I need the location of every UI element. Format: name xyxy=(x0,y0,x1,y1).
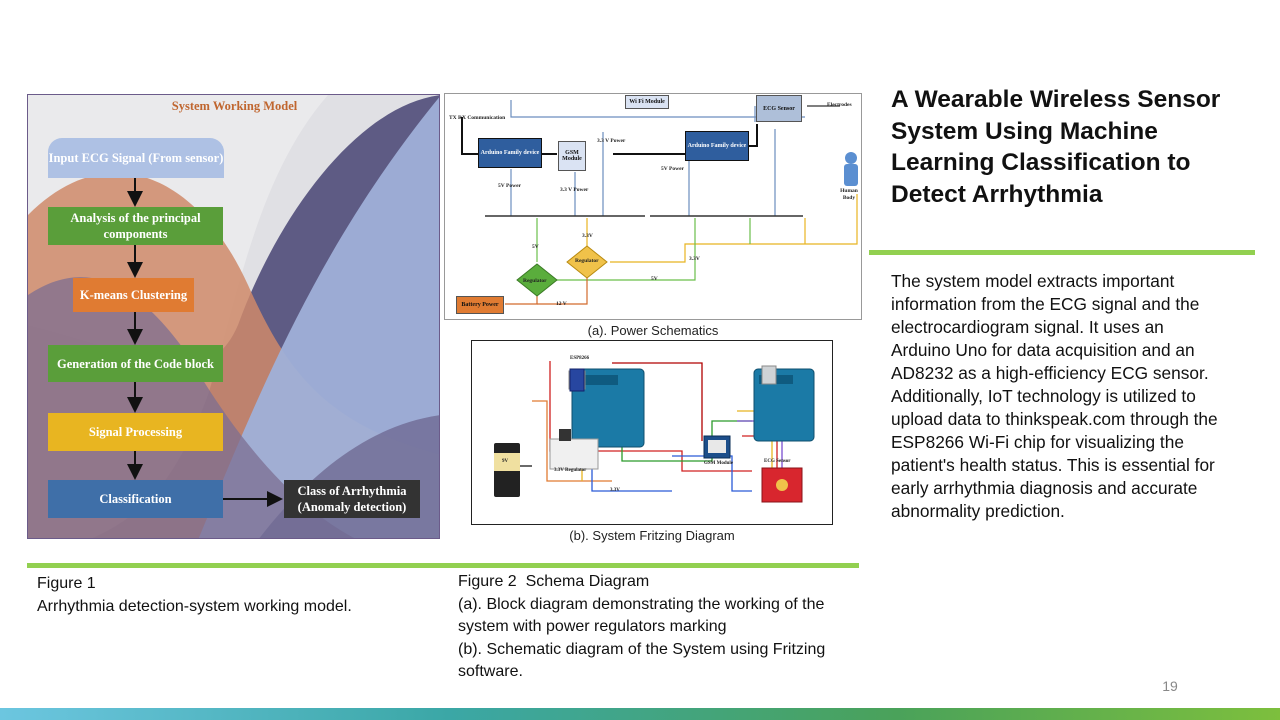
power-5v-label-b: 5V Power xyxy=(661,166,684,172)
battery-label: 9V xyxy=(502,459,509,464)
step-principal-components: Analysis of the principal components xyxy=(48,207,223,245)
output-arrhythmia-class: Class of Arrhythmia (Anomaly detection) xyxy=(284,480,420,518)
figure1-title: System Working Model xyxy=(171,99,298,113)
battery-power-box: Battery Power xyxy=(456,296,504,314)
figure1-caption-label: Figure 1 xyxy=(37,575,96,592)
gsm-module-box: GSM Module xyxy=(558,141,586,171)
slide-body-text: The system model extracts important info… xyxy=(891,271,1218,521)
footer-gradient-bar xyxy=(0,708,1280,720)
page-number: 19 xyxy=(1162,678,1178,694)
power-schematic-caption: (a). Power Schematics xyxy=(587,323,719,338)
step-signal-processing: Signal Processing xyxy=(48,413,223,451)
v33b-label: 3.3V xyxy=(689,256,700,262)
power-33v-label: 3.3 V Power xyxy=(597,138,626,144)
human-body-label: Human Body xyxy=(840,188,858,201)
figure2-caption-b: (b). Schematic diagram of the System usi… xyxy=(458,640,826,681)
figure1-caption-text: Arrhythmia detection-system working mode… xyxy=(37,597,352,615)
v33-label-fritzing: 3.3V xyxy=(610,488,620,493)
arduino-device-1: Arduino Family device xyxy=(478,138,542,168)
step-code-block: Generation of the Code block xyxy=(48,345,223,382)
esp-label: ESP8266 xyxy=(570,356,590,361)
power-schematic-wires xyxy=(461,100,858,305)
txrx-label: TX RX Communication xyxy=(449,115,506,121)
fritzing-caption: (b). System Fritzing Diagram xyxy=(569,528,735,543)
arduino-device-2: Arduino Family device xyxy=(685,131,749,161)
figure2-caption-a: (a). Block diagram demonstrating the wor… xyxy=(458,595,825,636)
electrodes-label: Electrodes xyxy=(827,102,852,108)
figure2-caption: Figure 2 Schema Diagram (a). Block diagr… xyxy=(458,571,853,684)
v33-label: 3.3V xyxy=(582,233,593,239)
step-classification: Classification xyxy=(48,480,223,518)
step-input-ecg: Input ECG Signal (From sensor) xyxy=(48,138,224,178)
figure2-power-schematic: Wi Fi Module ECG Sensor Electrodes TX RX… xyxy=(444,93,862,320)
slide-title: A Wearable Wireless Sensor System Using … xyxy=(891,86,1221,208)
regulator-2-label: Regulator xyxy=(575,258,599,264)
ecg-sensor-box: ECG Sensor xyxy=(756,95,802,122)
figure1-caption: Figure 1 Arrhythmia detection-system wor… xyxy=(37,573,437,618)
ecg-label: ECG Sensor xyxy=(764,459,791,464)
title-divider xyxy=(869,250,1255,255)
v12-label: 12 V xyxy=(556,301,567,307)
figure1-working-model: System Working Model Input ECG Signal (F… xyxy=(27,94,440,539)
wifi-module-box: Wi Fi Module xyxy=(625,95,669,109)
power-5v-label-a: 5V Power xyxy=(498,183,521,189)
step-kmeans: K-means Clustering xyxy=(73,278,194,312)
gsm-label: GSM Module xyxy=(704,461,734,466)
regulator-1-label: Regulator xyxy=(523,278,547,284)
figure2-fritzing-diagram: ESP8266 9V 3.3V Regulator GSM Module ECG… xyxy=(471,340,833,525)
v5b-label: 5V xyxy=(651,276,658,282)
regulator-label: 3.3V Regulator xyxy=(554,468,587,473)
fritzing-drawing xyxy=(494,361,815,503)
figure-divider xyxy=(27,563,859,568)
figure2-caption-label: Figure 2 Schema Diagram xyxy=(458,573,650,590)
power-33v-label-b: 3.3 V Power xyxy=(560,187,589,193)
v5-label: 5V xyxy=(532,244,539,250)
